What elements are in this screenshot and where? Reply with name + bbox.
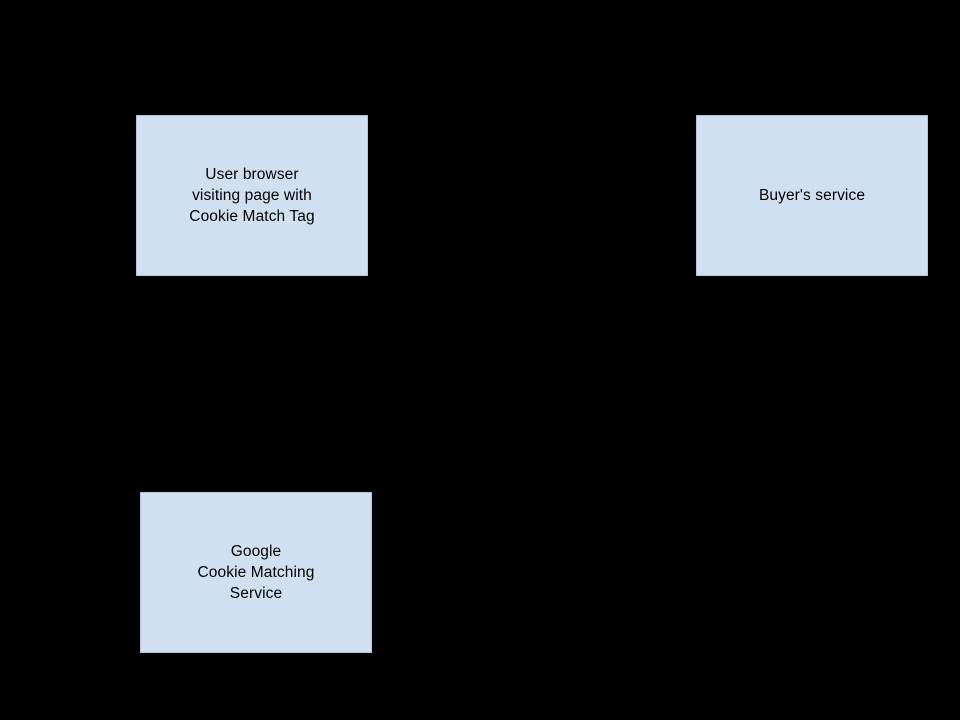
node-user-browser-label: User browser visiting page with Cookie M… (189, 166, 315, 225)
node-google-cookie-matching-service[interactable]: Google Cookie Matching Service (140, 492, 372, 653)
node-google-cookie-matching-service-label: Google Cookie Matching Service (197, 543, 315, 602)
node-buyers-service[interactable]: Buyer's service (696, 115, 928, 276)
node-user-browser[interactable]: User browser visiting page with Cookie M… (136, 115, 368, 276)
node-buyers-service-label: Buyer's service (758, 187, 866, 204)
